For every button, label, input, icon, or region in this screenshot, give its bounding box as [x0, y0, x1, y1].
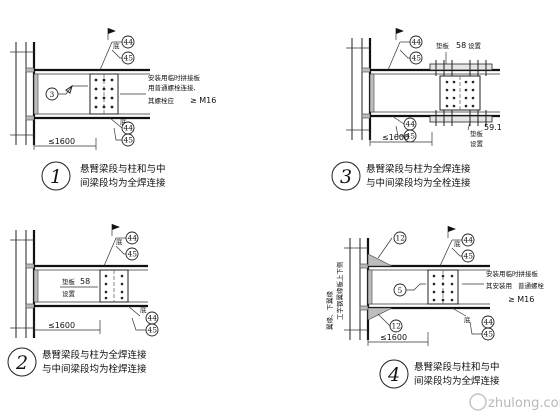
detail-1-note-2: 用普通螺栓连接, [148, 83, 196, 92]
detail-3-dim-top: 58 [456, 41, 466, 50]
detail-3-caption-1: 悬臂梁段与柱为全焊连接 [366, 163, 471, 175]
detail-4-weld-label-top: 底 [454, 239, 461, 248]
detail-4-bolt-spec: ≥ M16 [508, 295, 534, 304]
detail-4: 5 工字钢翼缘板上下侧 翼缘、下翼缘 12 底 44 45 12 底 44 45… [325, 226, 545, 389]
detail-4-note-1: 安装用临时拼接板 [486, 269, 539, 278]
flange-bolts-top [435, 60, 487, 76]
detail-2-web-dim: 58 [80, 277, 90, 286]
detail-2-web-label: 垫板 [62, 277, 76, 286]
detail-3-number: 3 [340, 166, 352, 188]
detail-3-weld-ref-4: 45 [406, 132, 416, 141]
detail-1-caption-1: 悬臂梁段与柱和与中 [80, 163, 166, 175]
detail-1-dim: ≤1600 [48, 137, 75, 146]
detail-4-weld-ref-1: 12 [396, 234, 406, 243]
detail-2-weld-label-top: 底 [116, 237, 123, 246]
detail-4-weld-ref-4: 12 [392, 322, 402, 331]
detail-1-caption-2: 间梁段均为全焊连接 [80, 177, 166, 189]
detail-2-weld-ref-4: 45 [148, 326, 158, 335]
detail-2-weld-ref-2: 45 [128, 250, 138, 259]
detail-4-caption-2: 间梁段均为全焊连接 [414, 375, 500, 387]
detail-3-weld-ref-2: 45 [412, 54, 422, 63]
detail-3-flange-label-top: 垫板 [436, 41, 450, 50]
watermark-text: zhulong.com [488, 396, 560, 411]
detail-1-weld-ref-1: 44 [124, 38, 134, 47]
detail-2-dim: ≤1600 [48, 321, 75, 330]
bolt-group-1 [94, 78, 114, 109]
detail-4-note-2: 其安装用 [486, 281, 512, 290]
detail-3-label-top-b: 设置 [468, 41, 482, 50]
detail-1-callout: 3 [50, 90, 55, 99]
detail-4-weld-label-bot: 底 [464, 315, 471, 324]
detail-3-weld-ref-1: 44 [412, 38, 422, 47]
detail-4-number: 4 [387, 364, 400, 386]
detail-1-weld-ref-2: 45 [124, 54, 134, 63]
detail-4-vertical-note-a: 工字钢翼缘板上下侧 [335, 262, 344, 321]
detail-4-callout: 5 [398, 286, 403, 295]
bolt-group-3 [445, 80, 475, 108]
detail-4-vertical-note-b: 翼缘、下翼缘 [325, 291, 334, 331]
detail-2-caption-1: 悬臂梁段与柱为全焊连接 [42, 349, 147, 361]
detail-3-flange-label-bot: 垫板 [470, 129, 484, 138]
detail-2-weld-label-bot: 底 [140, 305, 147, 314]
detail-2-weld-ref-3: 44 [148, 314, 158, 323]
detail-4-dim: ≤1600 [380, 333, 407, 342]
detail-1: 3 底 44 45 底 44 45 安装用临时拼接板 用普通螺栓连接, 其螺栓应… [10, 28, 216, 191]
detail-3-caption-2: 与中间梁段均为全栓连接 [366, 177, 471, 189]
detail-4-weld-ref-5: 44 [484, 318, 494, 327]
detail-1-note-3: 其螺栓应 [148, 96, 175, 105]
detail-3-weld-ref-3: 44 [406, 120, 416, 129]
detail-1-weld-ref-3: 44 [124, 124, 134, 133]
bolt-group-2 [104, 274, 124, 300]
detail-4-note-3: 普通螺栓 [518, 281, 545, 290]
detail-1-number: 1 [50, 166, 62, 188]
detail-2-caption-2: 与中间梁段均为栓焊连接 [42, 363, 147, 375]
bolt-group-4 [432, 274, 454, 302]
detail-1-bolt-spec: ≥ M16 [190, 96, 216, 105]
watermark: zhulong.com [469, 393, 560, 411]
detail-2: 垫板 58 设置 底 44 45 底 44 45 ≤1600 2 悬臂梁段与柱为… [7, 224, 159, 377]
detail-1-note-1: 安装用临时拼接板 [148, 73, 201, 82]
detail-4-weld-ref-6: 45 [484, 330, 494, 339]
detail-4-weld-ref-2: 44 [464, 236, 474, 245]
detail-2-web-label-b: 设置 [62, 289, 76, 298]
detail-3-dim: ≤1600 [382, 133, 409, 142]
detail-3-label-bot-b: 设置 [470, 139, 484, 148]
detail-3-dim-bot: 59.1 [484, 123, 502, 132]
detail-4-weld-ref-3: 45 [464, 252, 474, 261]
detail-1-weld-label-bot: 底 [120, 117, 127, 126]
detail-1-weld-label-top: 底 [113, 41, 120, 50]
detail-1-weld-ref-4: 45 [124, 136, 134, 145]
detail-2-weld-ref-1: 44 [128, 234, 138, 243]
detail-3: 垫板 58 设置 垫板 59.1 设置 44 45 44 45 ≤1600 3 … [331, 28, 502, 191]
detail-4-caption-1: 悬臂梁段与柱和与中 [414, 361, 500, 373]
detail-2-number: 2 [15, 352, 28, 374]
